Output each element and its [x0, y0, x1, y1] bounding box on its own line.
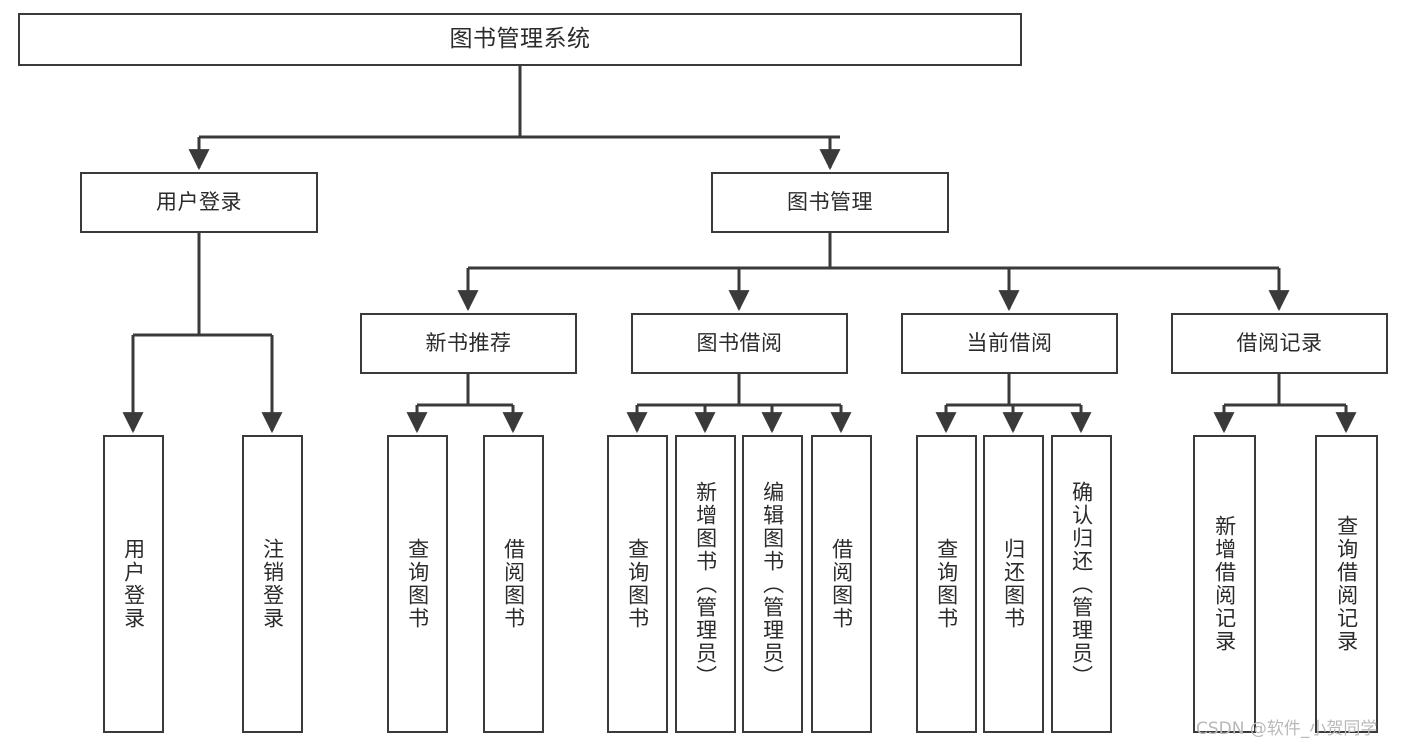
node-leaf-user-login-label: 用户登录 — [121, 538, 146, 630]
node-leaf-borrow-book-1[interactable]: 借阅图书 — [483, 435, 544, 733]
node-leaf-query-book-2[interactable]: 查询图书 — [607, 435, 668, 733]
node-book-manage[interactable]: 图书管理 — [711, 172, 949, 233]
node-root-label: 图书管理系统 — [449, 25, 591, 52]
node-leaf-add-record[interactable]: 新增借阅记录 — [1193, 435, 1256, 733]
node-book-borrow[interactable]: 图书借阅 — [631, 313, 848, 374]
node-leaf-add-record-label: 新增借阅记录 — [1212, 515, 1237, 653]
node-user-login[interactable]: 用户登录 — [80, 172, 318, 233]
node-leaf-query-book-1-label: 查询图书 — [405, 538, 430, 630]
node-new-book-rec[interactable]: 新书推荐 — [360, 313, 577, 374]
node-leaf-add-book-label: 新增图书（管理员） — [693, 480, 718, 688]
node-leaf-return-book-label: 归还图书 — [1001, 538, 1026, 630]
node-current-borrow[interactable]: 当前借阅 — [901, 313, 1118, 374]
node-leaf-borrow-book-2-label: 借阅图书 — [829, 538, 854, 630]
node-borrow-record[interactable]: 借阅记录 — [1171, 313, 1388, 374]
node-leaf-add-book[interactable]: 新增图书（管理员） — [675, 435, 736, 733]
node-leaf-query-record-label: 查询借阅记录 — [1334, 515, 1359, 653]
node-current-borrow-label: 当前借阅 — [966, 330, 1053, 355]
node-book-borrow-label: 图书借阅 — [696, 330, 783, 355]
node-leaf-query-book-1[interactable]: 查询图书 — [387, 435, 448, 733]
node-new-book-rec-label: 新书推荐 — [425, 330, 512, 355]
node-leaf-borrow-book-2[interactable]: 借阅图书 — [811, 435, 872, 733]
node-user-login-label: 用户登录 — [156, 189, 242, 214]
node-leaf-edit-book[interactable]: 编辑图书（管理员） — [742, 435, 803, 733]
node-leaf-confirm-return-label: 确认归还（管理员） — [1069, 480, 1094, 688]
node-root[interactable]: 图书管理系统 — [18, 13, 1022, 66]
node-borrow-record-label: 借阅记录 — [1236, 330, 1323, 355]
node-leaf-return-book[interactable]: 归还图书 — [983, 435, 1044, 733]
node-leaf-logout-label: 注销登录 — [260, 538, 285, 630]
node-leaf-confirm-return[interactable]: 确认归还（管理员） — [1051, 435, 1112, 733]
node-leaf-query-record[interactable]: 查询借阅记录 — [1315, 435, 1378, 733]
node-leaf-borrow-book-1-label: 借阅图书 — [501, 538, 526, 630]
node-leaf-edit-book-label: 编辑图书（管理员） — [760, 480, 785, 688]
node-book-manage-label: 图书管理 — [787, 189, 873, 214]
node-leaf-query-book-3-label: 查询图书 — [934, 538, 959, 630]
node-leaf-query-book-3[interactable]: 查询图书 — [916, 435, 977, 733]
node-leaf-query-book-2-label: 查询图书 — [625, 538, 650, 630]
node-leaf-user-login[interactable]: 用户登录 — [103, 435, 164, 733]
node-leaf-logout[interactable]: 注销登录 — [242, 435, 303, 733]
